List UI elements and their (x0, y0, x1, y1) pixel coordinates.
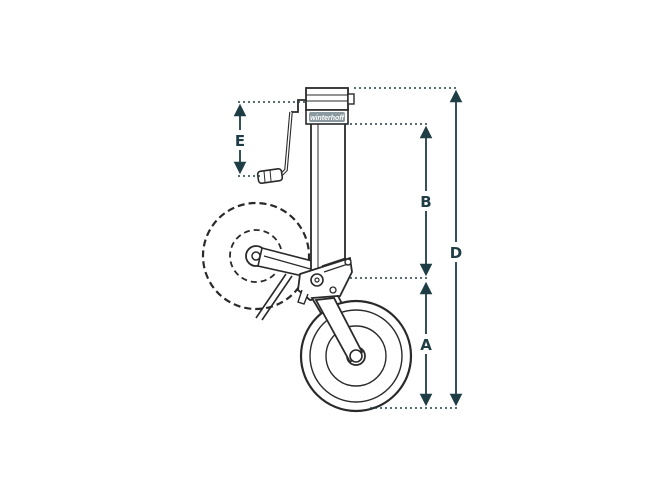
dimension-a: A (416, 281, 436, 407)
dimension-e: E (230, 101, 306, 177)
retracted-wheel-outline (201, 201, 317, 321)
dimension-label-d: D (450, 244, 462, 262)
dimension-label-a: A (420, 336, 432, 354)
swivel-clamp (297, 256, 353, 305)
crank-handle (256, 99, 306, 185)
svg-text:winterhoff: winterhoff (310, 115, 344, 122)
dimension-label-e: E (235, 132, 245, 150)
brand-logo: winterhoff (309, 112, 345, 122)
dimension-b: B (345, 123, 436, 279)
dimension-d: D (354, 87, 466, 409)
dimension-label-b: B (420, 193, 431, 211)
support-column (310, 109, 346, 279)
fork-arm (314, 297, 364, 364)
